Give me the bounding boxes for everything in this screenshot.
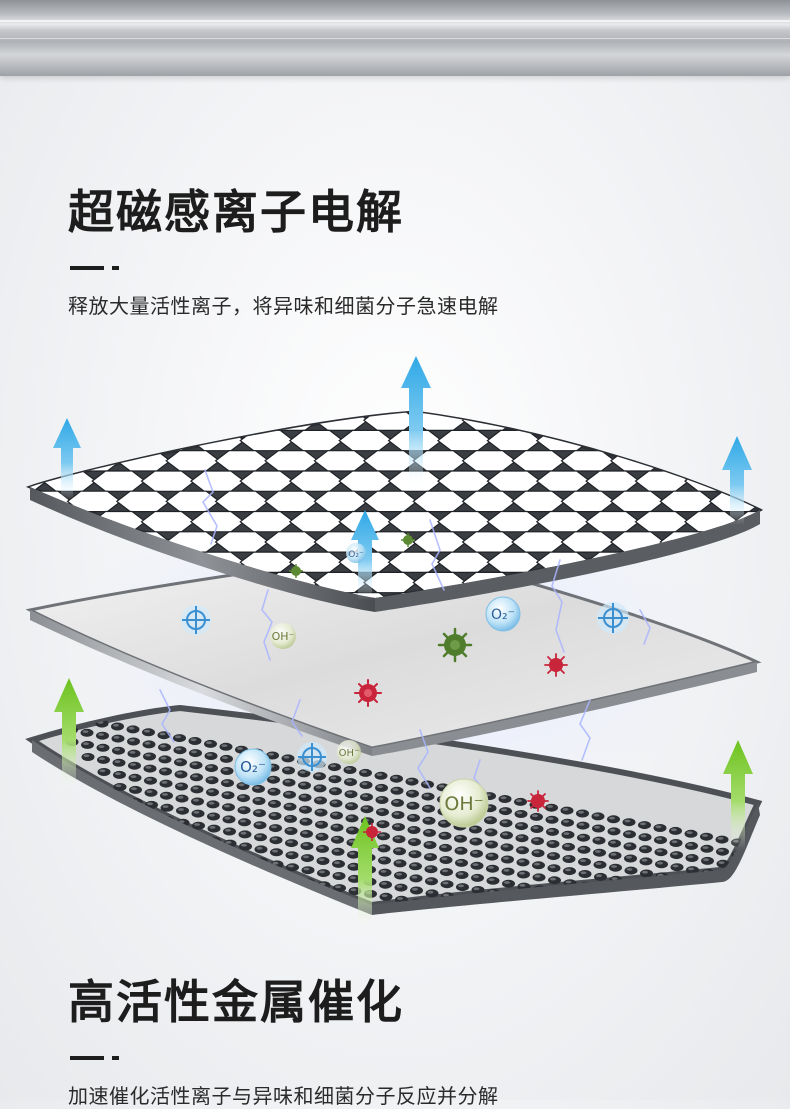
- crosshair-icon: [297, 742, 327, 772]
- ion-label: O₂⁻: [348, 550, 364, 560]
- section-subtitle: 加速催化活性离子与异味和细菌分子反应并分解: [68, 1080, 499, 1109]
- green-bacteria-icon: [439, 629, 471, 661]
- section-title: 超磁感离子电解: [68, 184, 499, 240]
- top-metal-bar: [0, 0, 790, 76]
- crosshair-icon: [597, 602, 629, 634]
- ion-label: O₂⁻: [240, 758, 266, 776]
- title-dash-divider: [68, 266, 499, 270]
- section-subtitle: 释放大量活性离子，将异味和细菌分子急速电解: [68, 290, 499, 319]
- o2-ion-bubble: O₂⁻: [346, 543, 366, 563]
- o2-ion-bubble: O₂⁻: [486, 597, 520, 631]
- o2-ion-bubble: O₂⁻: [235, 749, 271, 785]
- red-bacteria-icon: [528, 791, 548, 811]
- section-metal-catalysis: 高活性金属催化 加速催化活性离子与异味和细菌分子反应并分解: [68, 974, 499, 1109]
- bar-highlight: [0, 38, 790, 39]
- red-bacteria-icon: [545, 654, 567, 676]
- section-ion-electrolysis: 超磁感离子电解 释放大量活性离子，将异味和细菌分子急速电解: [68, 184, 499, 319]
- oh-ion-bubble: OH⁻: [337, 740, 361, 764]
- title-dash-divider: [68, 1056, 499, 1060]
- section-title: 高活性金属催化: [68, 974, 499, 1030]
- oh-ion-bubble: OH⁻: [270, 623, 296, 649]
- crosshair-icon: [181, 605, 211, 635]
- red-bacteria-icon: [355, 680, 381, 706]
- bar-highlight: [0, 20, 790, 22]
- oh-ion-bubble: OH⁻: [440, 779, 488, 827]
- ion-label: OH⁻: [339, 748, 360, 759]
- ion-label: O₂⁻: [491, 607, 515, 623]
- ion-label: OH⁻: [272, 630, 295, 643]
- filter-layers-illustration: O₂⁻ O₂⁻ O₂⁻ OH⁻ OH⁻ OH⁻: [0, 340, 790, 950]
- ion-label: OH⁻: [444, 793, 483, 815]
